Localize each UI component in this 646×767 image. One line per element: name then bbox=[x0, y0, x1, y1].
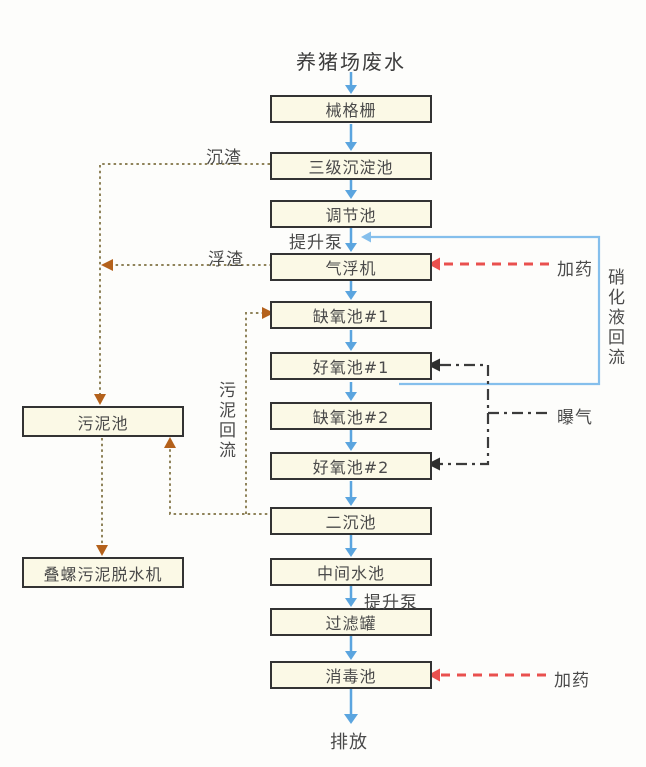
node-screw-sludge-dewaterer: 叠螺污泥脱水机 bbox=[22, 557, 184, 588]
node-equalization-tank: 调节池 bbox=[270, 200, 432, 228]
label-dosing-bottom: 加药 bbox=[554, 671, 590, 691]
node-anoxic-tank-2: 缺氧池#2 bbox=[270, 402, 432, 430]
node-secondary-clarifier: 二沉池 bbox=[270, 507, 432, 535]
node-sludge-tank: 污泥池 bbox=[22, 406, 184, 437]
dosing-arrowheads bbox=[428, 257, 440, 682]
aeration-lines bbox=[440, 363, 551, 466]
label-lift-pump-2: 提升泵 bbox=[364, 593, 418, 613]
label-aeration: 曝气 bbox=[557, 408, 593, 428]
diagram-title: 养猪场废水 bbox=[296, 50, 406, 74]
node-filter-tank: 过滤罐 bbox=[270, 608, 432, 636]
node-air-flotation-unit: 气浮机 bbox=[270, 253, 432, 281]
node-mechanical-bar-screen: 械格栅 bbox=[270, 95, 432, 123]
sludge-arrowheads bbox=[94, 259, 274, 556]
node-three-stage-sedimentation: 三级沉淀池 bbox=[270, 152, 432, 180]
aeration-arrowheads bbox=[427, 358, 440, 471]
label-floating-scum: 浮渣 bbox=[208, 250, 244, 270]
flow-arrow-heads bbox=[344, 85, 358, 724]
label-sludge-return: 污泥回流 bbox=[215, 381, 235, 461]
label-discharge: 排放 bbox=[330, 732, 368, 753]
sludge-lines bbox=[99, 163, 273, 546]
label-dosing-top: 加药 bbox=[557, 260, 593, 280]
node-intermediate-water-tank: 中间水池 bbox=[270, 558, 432, 586]
dosing-lines bbox=[440, 262, 549, 677]
node-aerobic-tank-2: 好氧池#2 bbox=[270, 452, 432, 480]
nitrified-return-line bbox=[371, 235, 601, 386]
node-disinfection-tank: 消毒池 bbox=[270, 661, 432, 689]
label-settled-residue: 沉渣 bbox=[206, 148, 242, 168]
node-anoxic-tank-1: 缺氧池#1 bbox=[270, 301, 432, 329]
nitrified-return-arrowhead bbox=[361, 231, 371, 243]
label-nitrified-liquor-return: 硝化液回流 bbox=[604, 268, 624, 368]
label-lift-pump-1: 提升泵 bbox=[289, 233, 343, 253]
node-aerobic-tank-1: 好氧池#1 bbox=[270, 352, 432, 380]
